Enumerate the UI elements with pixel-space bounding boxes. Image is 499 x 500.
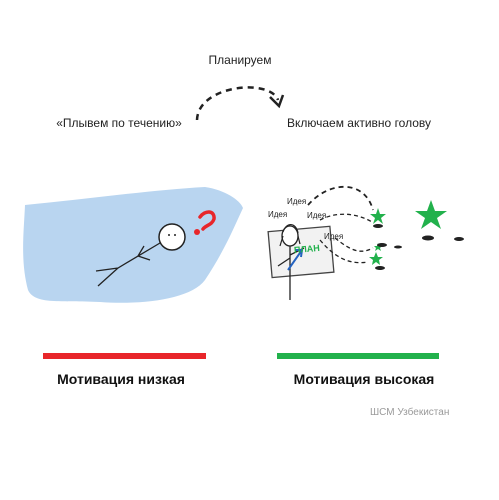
low-motivation-bar bbox=[43, 353, 206, 359]
water-blob bbox=[23, 187, 243, 303]
star-small-1 bbox=[370, 208, 386, 224]
high-motivation-caption: Мотивация высокая bbox=[293, 371, 435, 387]
mark bbox=[394, 245, 402, 249]
mark bbox=[373, 224, 383, 228]
low-motivation-caption: Мотивация низкая bbox=[57, 371, 185, 387]
idea-arrow-3 bbox=[334, 237, 374, 252]
star-big bbox=[415, 200, 447, 229]
idea-arrow-4 bbox=[319, 239, 369, 264]
credit-text: ШСМ Узбекистан bbox=[370, 407, 450, 418]
mark bbox=[422, 235, 434, 241]
mark bbox=[454, 237, 464, 241]
active-label: Включаем активно голову bbox=[286, 116, 432, 130]
floating-eye-right bbox=[174, 234, 176, 236]
idea-word: Идея bbox=[307, 211, 327, 220]
star-small-3 bbox=[374, 243, 382, 251]
question-mark bbox=[198, 210, 216, 231]
planning-arrow-head bbox=[269, 94, 285, 109]
floating-eye-left bbox=[168, 234, 170, 236]
floating-head bbox=[158, 223, 186, 251]
star-small-2 bbox=[369, 252, 383, 265]
right-hair bbox=[279, 224, 301, 247]
idea-word: Идея bbox=[268, 210, 288, 219]
idea-word: Идея bbox=[324, 232, 344, 241]
planning-label: Планируем bbox=[208, 53, 272, 67]
mark bbox=[377, 243, 387, 247]
drifting-label: «Плывем по течению» bbox=[56, 116, 182, 130]
mark bbox=[375, 266, 385, 270]
idea-arrow-1 bbox=[307, 185, 374, 211]
question-dot bbox=[194, 229, 200, 235]
growth-arrow bbox=[287, 249, 304, 271]
floating-body bbox=[95, 242, 161, 287]
idea-word: Идея bbox=[287, 197, 307, 206]
planning-arrow bbox=[195, 86, 280, 121]
idea-arrow-2 bbox=[319, 213, 373, 223]
high-motivation-bar bbox=[277, 353, 439, 359]
